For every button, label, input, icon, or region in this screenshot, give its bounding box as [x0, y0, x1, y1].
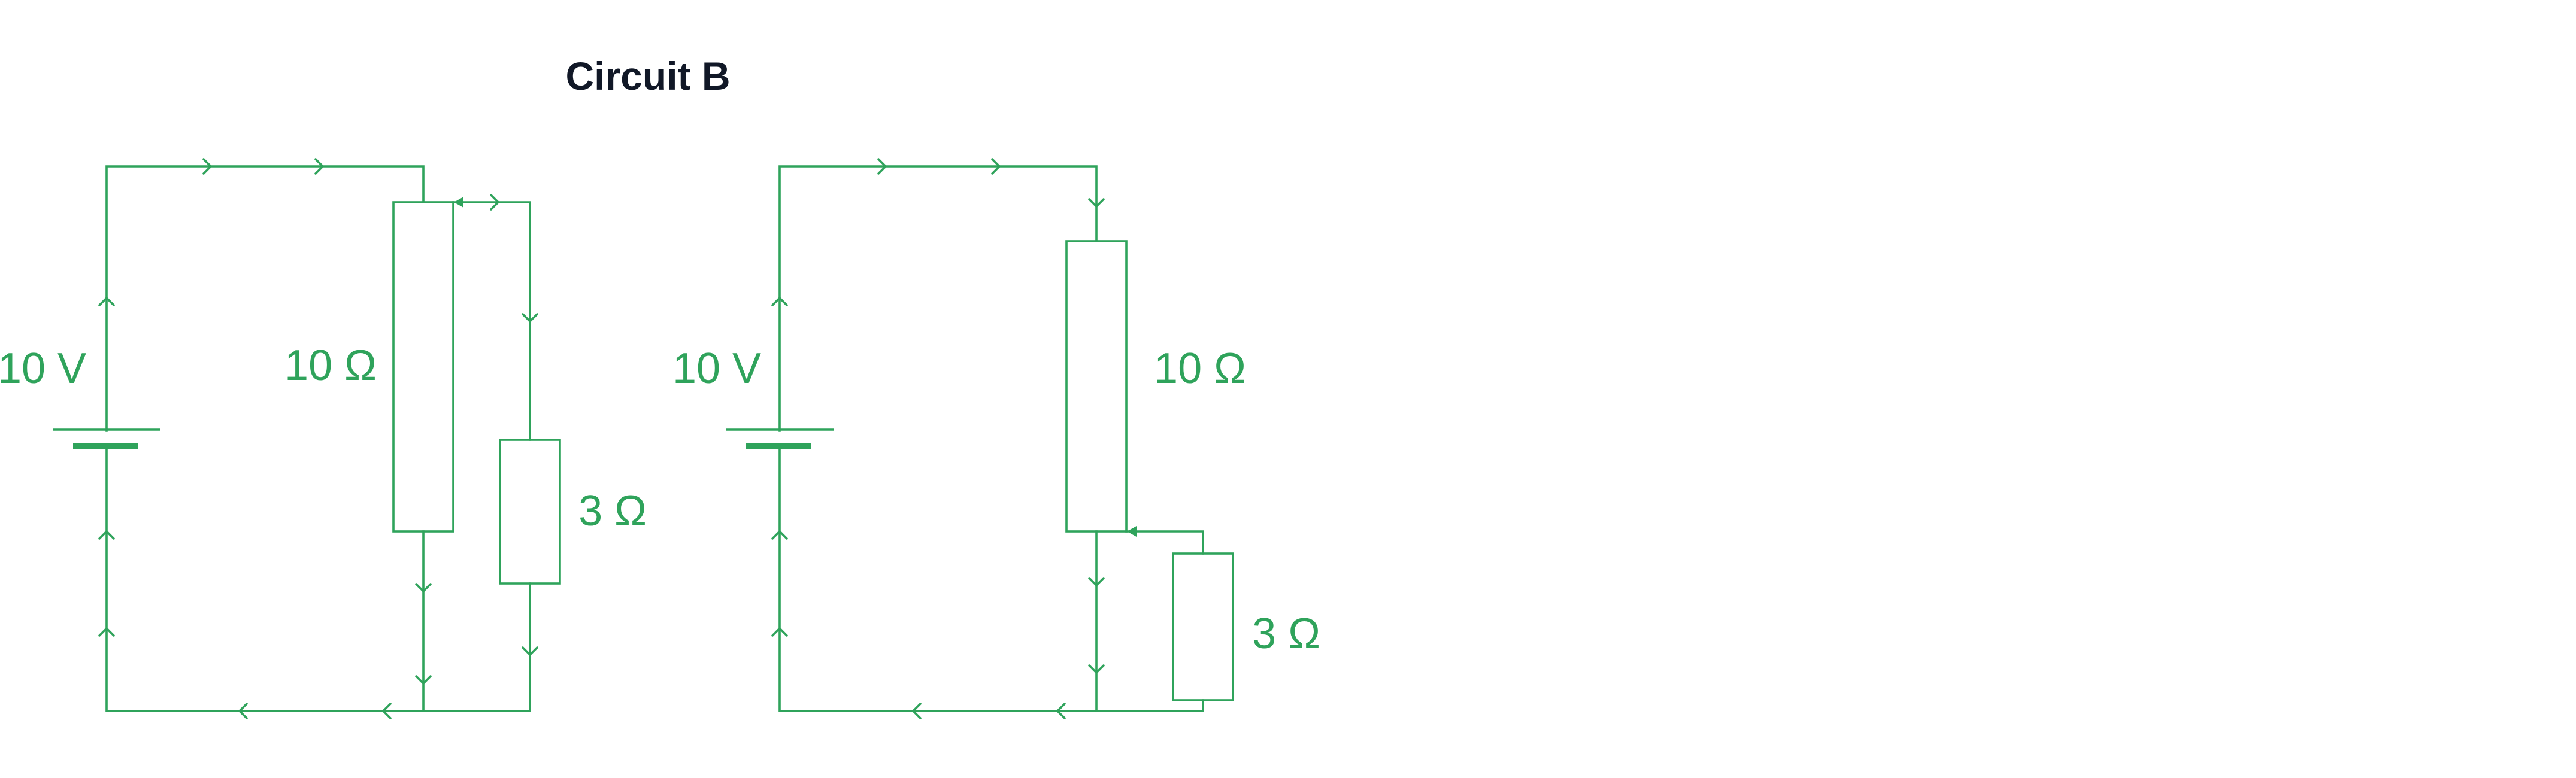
- resistor-small-label: 3 Ω: [1252, 610, 1320, 658]
- current-arrow-up: [771, 530, 788, 540]
- wire-battery-bottom-right: [778, 445, 1204, 712]
- resistor-main-label: 10 Ω: [284, 342, 377, 390]
- current-arrow-left: [382, 703, 392, 719]
- current-arrow-right: [314, 158, 324, 175]
- current-arrow-up: [98, 297, 115, 306]
- resistor-main-label: 10 Ω: [1154, 345, 1246, 393]
- current-arrow-right: [202, 158, 212, 175]
- current-arrow-left-filled: [454, 197, 463, 208]
- current-arrow-down: [522, 646, 538, 656]
- current-arrow-down: [415, 583, 432, 592]
- current-arrow-right: [877, 158, 887, 175]
- resistor-10-ohm-left: [392, 201, 454, 533]
- circuit-left: 10 V 10 Ω 3 Ω: [0, 158, 647, 719]
- resistor-3-ohm-right: [1172, 552, 1234, 701]
- wire-branch-top-left: [452, 201, 531, 441]
- current-arrow-up: [771, 297, 788, 306]
- circuit-right: 10 V 10 Ω 3 Ω: [672, 158, 1320, 719]
- wire-top-right: [778, 165, 1098, 432]
- current-arrow-up: [98, 627, 115, 637]
- current-arrow-down: [1088, 577, 1105, 586]
- battery-voltage-label: 10 V: [0, 345, 86, 393]
- current-arrow-left-filled: [1127, 526, 1137, 537]
- current-arrow-left: [1056, 703, 1066, 719]
- current-arrow-left: [238, 703, 248, 719]
- current-arrow-down: [1088, 664, 1105, 674]
- resistor-3-ohm-left: [499, 439, 561, 585]
- wire-top-left: [105, 165, 425, 432]
- wire-battery-bottom-left: [105, 445, 531, 712]
- current-arrow-down: [415, 675, 432, 685]
- current-arrow-left: [912, 703, 922, 719]
- current-arrow-right: [991, 158, 1001, 175]
- current-arrow-up: [98, 530, 115, 540]
- current-arrow-down: [1088, 198, 1105, 208]
- resistor-small-label: 3 Ω: [578, 487, 647, 535]
- current-arrow-down: [522, 313, 538, 323]
- current-arrow-right: [490, 194, 499, 211]
- battery-voltage-label: 10 V: [672, 345, 761, 393]
- wire-branch-top-right: [1125, 530, 1204, 555]
- diagram-title: Circuit B: [565, 54, 730, 98]
- resistor-10-ohm-right: [1065, 240, 1128, 533]
- current-arrow-up: [771, 627, 788, 637]
